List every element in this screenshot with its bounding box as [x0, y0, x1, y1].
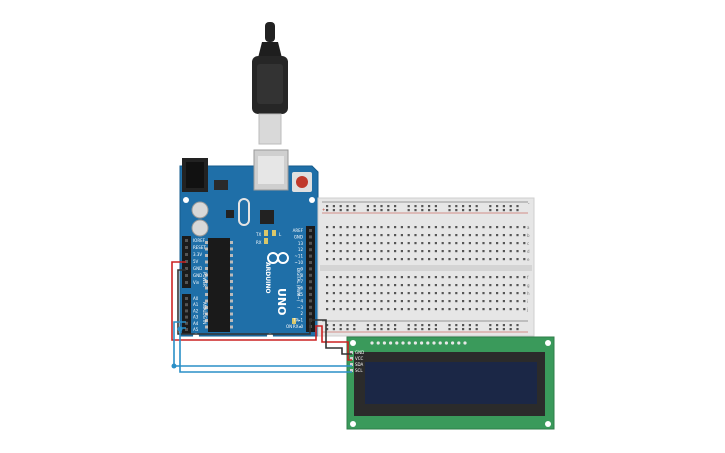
pin-label: GND [294, 234, 303, 239]
pin-label: GND [193, 266, 202, 271]
pin-label: A3 [193, 315, 199, 320]
digital-title: DIGITAL (PWM~) [296, 268, 301, 302]
pin-label: 13 [298, 241, 304, 246]
pin-label: RESET [193, 245, 206, 250]
wire-5v-red [171, 261, 352, 361]
pin-label: A0 [193, 296, 199, 301]
breadboard-center-channel [320, 265, 532, 271]
cable-strain-tip [265, 22, 275, 42]
capacitor-2 [191, 219, 209, 237]
row-letter: f [527, 275, 529, 280]
row-letter: d [527, 249, 530, 254]
pin-label: 2 [300, 311, 303, 316]
pin-label: 7 [300, 279, 303, 284]
voltage-regulator [214, 180, 228, 190]
model-label: UNO [275, 288, 288, 316]
capacitor-1 [191, 201, 209, 219]
pin-label: 8 [300, 273, 303, 278]
row-letter: c [527, 241, 529, 246]
pin-label: ~9 [297, 266, 303, 271]
wire-gnd-black [177, 269, 352, 355]
row-letter: e [527, 257, 530, 262]
pin-label: RX◂0 [293, 324, 304, 329]
pin-label: 12 [298, 247, 304, 252]
brand-label: ARDUINO [264, 262, 271, 293]
rx-label: RX [256, 240, 262, 245]
usb-cable [252, 22, 288, 145]
wire-sda-blue [173, 321, 352, 367]
rail-minus-top: - [528, 201, 530, 206]
pin-label: GND [193, 273, 202, 278]
usb-plug-metal [258, 113, 282, 145]
arduino-uno-board: TX RX L ON ARDUINO UNO DIGITAL (PWM~) PO… [179, 149, 319, 339]
pin-label: A1 [193, 302, 199, 307]
analog-header [182, 294, 191, 334]
pin-label: ~5 [297, 292, 303, 297]
row-letter: g [527, 283, 530, 288]
power-title: POWER [202, 272, 207, 287]
row-letter: a [527, 225, 530, 230]
lcd-pin-label: VCC [355, 356, 364, 361]
pin-label: 4 [300, 298, 303, 303]
lcd-screen [365, 362, 537, 404]
analog-title: ANALOG IN [202, 302, 207, 324]
tx-label: TX [255, 232, 261, 237]
pin-label: ~10 [295, 260, 304, 265]
pin-label: A2 [193, 308, 199, 313]
row-letter: j [526, 307, 528, 312]
row-letter: i [527, 299, 528, 304]
pin-label: Vin [193, 280, 200, 285]
on-label: ON [286, 324, 292, 329]
pin-label: ~6 [297, 286, 303, 291]
pin-label: AREF [293, 228, 304, 233]
pin-label: IOREF [193, 238, 206, 243]
pin-label: A4 [193, 321, 199, 326]
lcd-pin-label: SDA [355, 362, 364, 367]
usb-controller-chip [260, 210, 274, 224]
cable-strain-relief [258, 42, 282, 58]
lcd-pin-label: GND [355, 350, 364, 355]
digital-header [306, 226, 315, 332]
pin-label: TX▸1 [292, 318, 303, 323]
l-label: L [279, 232, 282, 237]
pin-label: A5 [193, 327, 199, 332]
pin-label: 5V [193, 259, 199, 264]
arduino-logo [267, 252, 289, 264]
row-letter: h [527, 291, 530, 296]
rail-plus-top: + [322, 207, 325, 212]
row-letter: b [527, 233, 530, 238]
wire-scl-blue [179, 327, 352, 373]
lcd-pin-label: SCL [355, 368, 363, 373]
atmega-chip [208, 238, 230, 332]
wires [171, 261, 352, 373]
crystal-oscillator [238, 198, 250, 226]
pin-label: ~11 [295, 254, 304, 259]
pin-label: ~3 [297, 305, 303, 310]
pin-label: 3.3V [193, 252, 202, 257]
